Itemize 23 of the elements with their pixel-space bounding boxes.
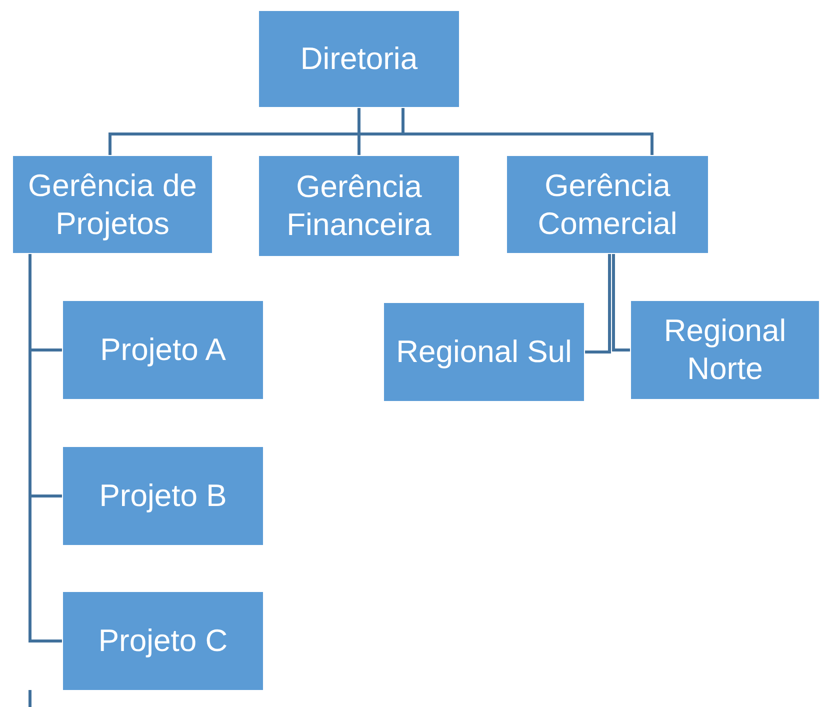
- box-label: Projeto B: [99, 477, 227, 515]
- box-label: Projeto A: [100, 331, 226, 369]
- org-box: [383, 302, 585, 402]
- org-box: [630, 300, 820, 400]
- org-box: [62, 446, 264, 546]
- org-box: [62, 300, 264, 400]
- connector-line: [612, 254, 630, 352]
- box-label: Projeto C: [98, 622, 228, 660]
- org-box: [258, 155, 460, 257]
- connector-line: [402, 108, 654, 155]
- org-box: [62, 591, 264, 691]
- org-box: [12, 155, 213, 254]
- connector-line: [28, 254, 62, 642]
- box-label: Gerência Comercial: [536, 166, 678, 242]
- box-label: Diretoria: [300, 40, 418, 78]
- box-label: Regional Sul: [396, 333, 572, 371]
- box-label: Gerência de Projetos: [27, 166, 198, 242]
- box-label: Gerência Financeira: [286, 168, 432, 244]
- connector-line: [585, 254, 611, 354]
- box-label: Regional Norte: [662, 312, 788, 388]
- connector-line: [358, 108, 360, 155]
- org-box: [506, 155, 709, 254]
- org-box: [258, 10, 460, 108]
